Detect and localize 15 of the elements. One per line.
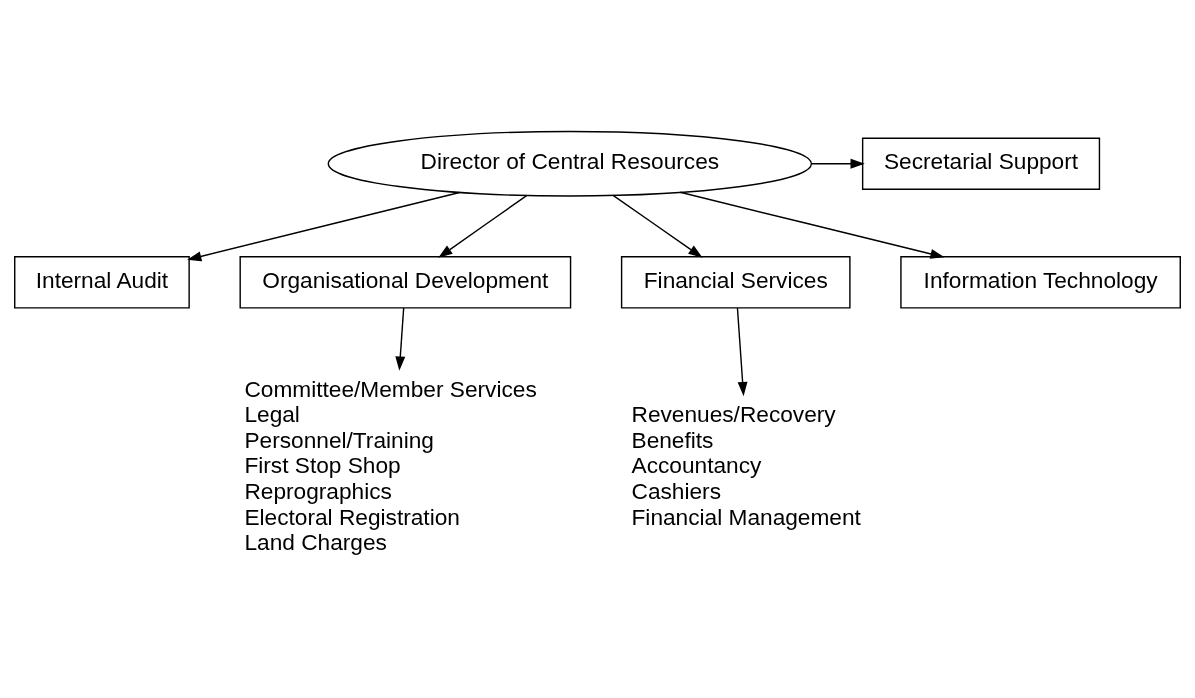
arrow xyxy=(187,191,461,261)
node-ellipse: Director of Central Resources xyxy=(327,130,813,197)
node-text: Revenues/Recovery Benefits Accountancy Cashiers Financial Management xyxy=(631,400,861,530)
arrow xyxy=(736,306,748,396)
node-box: Secretarial Support xyxy=(861,137,1101,190)
node-box: Information Technology xyxy=(900,255,1181,309)
arrow xyxy=(810,158,865,169)
node-text: Committee/Member Services Legal Personnel/Training First Stop Shop Reprographics Electoral Registration Land Charges xyxy=(244,375,537,555)
arrow xyxy=(612,194,703,258)
arrow xyxy=(438,194,528,258)
arrow xyxy=(395,306,406,371)
arrow xyxy=(679,191,945,259)
node-box: Organisational Development xyxy=(239,255,572,309)
node-box: Financial Services xyxy=(620,255,851,309)
node-box: Internal Audit xyxy=(14,255,190,309)
